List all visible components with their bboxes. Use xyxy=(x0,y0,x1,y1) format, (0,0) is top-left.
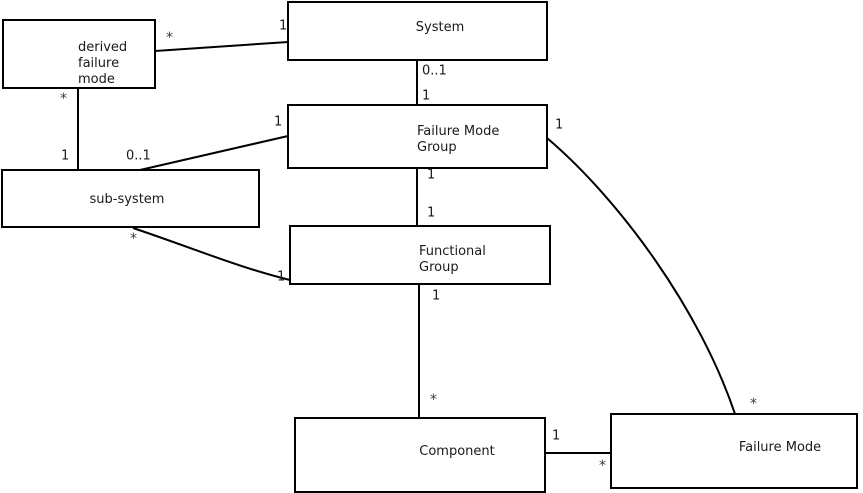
class-name-line: Failure Mode xyxy=(739,440,821,455)
class-box-failure-mode[interactable]: Failure Mode xyxy=(610,413,858,489)
class-name-line: System xyxy=(416,20,464,35)
multiplicity-label: 1 xyxy=(279,19,287,34)
class-box-rect-failure-mode[interactable] xyxy=(610,413,858,489)
class-name-line: mode xyxy=(78,72,115,87)
class-name-line: Group xyxy=(419,260,459,275)
multiplicity-label: 1 xyxy=(422,89,430,104)
class-box-rect-derived-failure-mode[interactable] xyxy=(2,19,156,89)
class-name-line: sub-system xyxy=(90,192,165,207)
class-name-label-system: System xyxy=(416,20,464,35)
class-name-label-sub-system: sub-system xyxy=(90,192,165,207)
multiplicity-label: * xyxy=(166,30,173,46)
association-failure-mode-group-to-failure-mode[interactable] xyxy=(546,137,736,415)
multiplicity-label: * xyxy=(60,91,67,107)
class-box-rect-sub-system[interactable] xyxy=(1,169,260,228)
association-sub-system-to-failure-mode-group[interactable] xyxy=(139,135,289,171)
class-box-sub-system[interactable]: sub-system xyxy=(1,169,260,228)
multiplicity-label: 1 xyxy=(61,149,69,164)
class-name-label-component: Component xyxy=(419,444,494,459)
class-name-line: Component xyxy=(419,444,494,459)
multiplicity-label: 0..1 xyxy=(126,149,151,164)
multiplicity-label: * xyxy=(430,392,437,408)
multiplicity-label: 1 xyxy=(427,168,435,183)
multiplicity-label: 1 xyxy=(427,206,435,221)
class-box-component[interactable]: Component xyxy=(294,417,546,493)
multiplicity-label: 1 xyxy=(552,429,560,444)
class-name-line: Functional xyxy=(419,244,486,259)
class-box-rect-functional-group[interactable] xyxy=(289,225,551,285)
class-name-label-failure-mode: Failure Mode xyxy=(739,440,821,455)
multiplicity-label: * xyxy=(599,458,606,474)
class-box-rect-component[interactable] xyxy=(294,417,546,493)
class-name-line: derived xyxy=(78,40,127,55)
class-box-rect-failure-mode-group[interactable] xyxy=(287,104,548,169)
multiplicity-labels-layer: * 1 0..1 1 * 1 0..1 1 1 1 * 1 1 * 1 * 1 * xyxy=(60,19,757,475)
multiplicity-label: 1 xyxy=(274,115,282,130)
association-derived-failure-mode-to-system[interactable] xyxy=(154,41,289,52)
class-name-line: Group xyxy=(417,140,457,155)
multiplicity-label: * xyxy=(750,396,757,412)
multiplicity-label: 0..1 xyxy=(422,64,447,79)
multiplicity-label: 1 xyxy=(555,118,563,133)
multiplicity-label: 1 xyxy=(432,289,440,304)
class-box-rect-system[interactable] xyxy=(287,1,548,61)
class-box-system[interactable]: System xyxy=(287,1,548,61)
association-sub-system-to-functional-group[interactable] xyxy=(132,227,291,281)
multiplicity-label: 1 xyxy=(277,270,285,285)
class-name-line: failure xyxy=(78,56,119,71)
class-name-line: Failure Mode xyxy=(417,124,499,139)
association-connectors-layer xyxy=(77,41,736,454)
multiplicity-label: * xyxy=(130,231,137,247)
